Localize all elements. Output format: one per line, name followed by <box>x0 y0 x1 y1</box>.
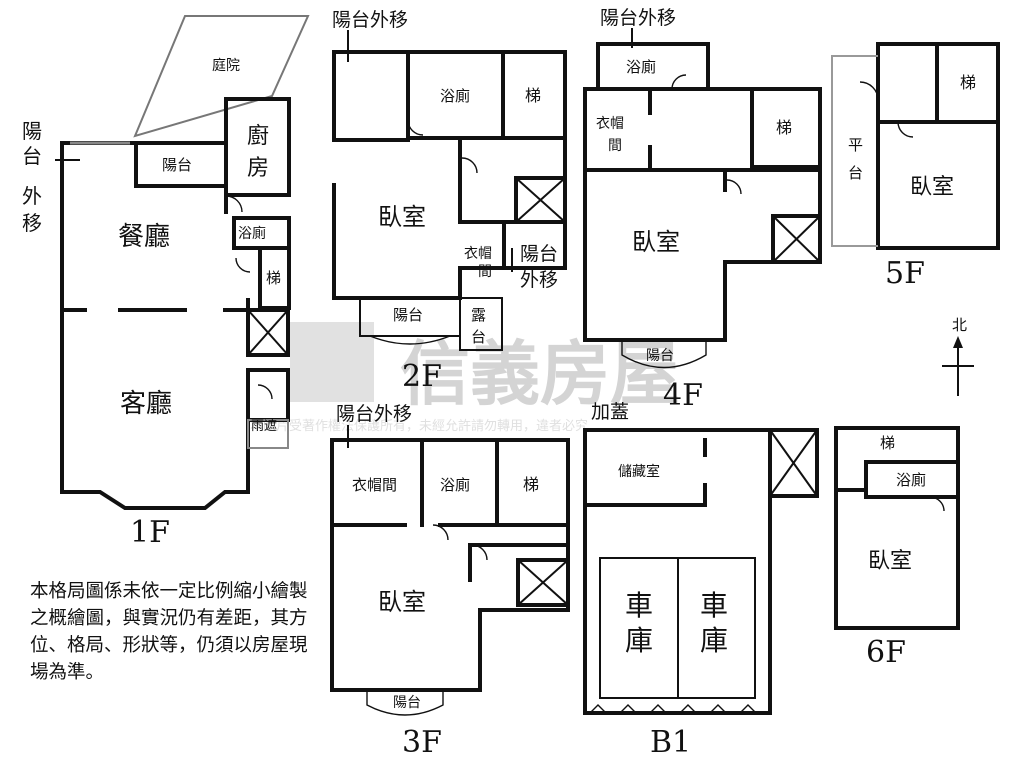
floor-2f: 浴廁 梯 臥室 衣帽 間 陽台 露 台 陽台外移 陽台 外移 2F <box>332 9 567 394</box>
floor-5f: 梯 平 台 臥室 5F <box>831 42 1000 291</box>
living-label: 客廳 <box>120 389 172 419</box>
garage-2-label-2: 庫 <box>700 624 728 657</box>
kitchen-label-2: 房 <box>247 156 269 181</box>
f1-entry-outline <box>246 368 290 422</box>
f2-closet-label-1: 衣帽 <box>464 246 492 262</box>
f5-floor-label: 5F <box>885 256 925 291</box>
f1-stairs-label: 梯 <box>266 269 281 287</box>
f3-outer-wall <box>330 438 570 692</box>
watermark-logo-block <box>290 322 374 402</box>
garage-2-outline <box>677 557 756 699</box>
north-compass: 北 <box>942 316 974 396</box>
f2-balcony-label: 陽台 <box>393 306 423 324</box>
f2-platform-label-1: 露 <box>471 306 486 324</box>
f5-platform-label-2: 台 <box>848 164 863 182</box>
floor-6f: 梯 浴廁 臥室 6F <box>834 426 960 670</box>
f4-note-balcony-top: 陽台外移 <box>600 7 676 29</box>
f4-stairs-label: 梯 <box>776 118 792 137</box>
b1-note-addition: 加蓋 <box>591 401 629 423</box>
garage-1-label-2: 庫 <box>625 624 653 657</box>
floor-3f: 衣帽間 浴廁 梯 臥室 陽台 陽台外移 3F <box>330 403 570 760</box>
f6-stairs-label: 梯 <box>880 434 895 452</box>
f2-platform-label-2: 台 <box>471 328 486 346</box>
f5-platform-outline <box>831 55 878 247</box>
f2-note-balcony-side-2: 外移 <box>520 269 558 291</box>
f5-platform-label-1: 平 <box>848 136 863 154</box>
f3-stairs-label: 梯 <box>523 475 539 494</box>
kitchen-label-1: 廚 <box>247 124 269 149</box>
f2-platform-outline <box>459 297 503 351</box>
f2-bedroom-label: 臥室 <box>378 203 426 231</box>
disclaimer-text: 本格局圖係未依一定比例縮小繪製之概繪圖，與實況仍有差距，其方位、格局、形狀等，仍… <box>30 581 308 683</box>
floor-b1: 儲藏室 車 庫 車 庫 加蓋 B1 <box>583 401 819 760</box>
storage-label: 儲藏室 <box>618 463 660 480</box>
f4-closet-label-1: 衣帽 <box>596 116 624 132</box>
f1-balcony-label: 陽台 <box>162 156 192 174</box>
f1-kitchen-outline <box>224 97 291 197</box>
f3-floor-label: 3F <box>402 725 442 760</box>
f5-stairs-label: 梯 <box>960 73 976 92</box>
watermark-notice: 本圖片受著作權法保護所有，未經允許請勿轉用，違者必究 <box>250 418 588 434</box>
f2-floor-label: 2F <box>402 359 442 394</box>
f2-note-balcony-side-1: 陽台 <box>520 243 558 265</box>
garage-1-label-1: 車 <box>625 589 653 622</box>
rain-shelter-outline <box>247 419 289 449</box>
f4-closet-label-2: 間 <box>608 138 622 154</box>
f1-note-balcony-2: 台 <box>22 144 42 168</box>
dining-label: 餐廳 <box>118 222 170 252</box>
f3-bedroom-label: 臥室 <box>378 588 426 616</box>
f5-bedroom-label: 臥室 <box>910 175 954 200</box>
f4-bath-label: 浴廁 <box>626 58 656 76</box>
f1-floor-label: 1F <box>130 515 170 550</box>
rain-shelter-label: 雨遮 <box>251 418 277 434</box>
b1-floor-label: B1 <box>650 725 691 760</box>
f1-outer-wall <box>60 141 250 510</box>
f6-bath-label: 浴廁 <box>896 471 926 489</box>
f6-floor-label: 6F <box>866 635 906 670</box>
f2-note-balcony-top: 陽台外移 <box>332 9 408 31</box>
f3-note-balcony-top: 陽台外移 <box>336 403 412 425</box>
f1-shaft <box>246 308 290 357</box>
f6-bedroom-label: 臥室 <box>868 549 912 574</box>
f1-note-balcony-3: 外 <box>22 184 42 208</box>
compass-north-label: 北 <box>952 316 967 334</box>
f2-stairs-label: 梯 <box>525 86 541 105</box>
f1-note-balcony-1: 陽 <box>22 119 42 143</box>
f3-balcony-label: 陽台 <box>393 695 421 711</box>
f4-floor-label: 4F <box>663 378 703 413</box>
floor-4f: 浴廁 衣帽 間 梯 臥室 陽台 陽台外移 4F <box>583 7 822 413</box>
f4-balcony-label: 陽台 <box>646 348 674 364</box>
f2-closet-label-2: 間 <box>478 264 492 280</box>
floor-1f: 庭院 陽台 廚 房 餐廳 浴廁 梯 客廳 雨遮 陽 台 外 移 1F <box>22 15 310 550</box>
courtyard-outline <box>133 15 310 138</box>
garage-2-label-1: 車 <box>700 589 728 622</box>
f1-bath-label: 浴廁 <box>238 225 266 242</box>
f3-closet-label: 衣帽間 <box>352 476 397 494</box>
f3-bath-label: 浴廁 <box>440 476 470 494</box>
f4-bedroom-label: 臥室 <box>632 228 680 256</box>
f2-bath-label: 浴廁 <box>440 87 470 105</box>
f1-note-balcony-4: 移 <box>22 211 42 235</box>
courtyard-label: 庭院 <box>212 57 240 74</box>
watermark-brand: 信義房屋 <box>400 333 680 415</box>
